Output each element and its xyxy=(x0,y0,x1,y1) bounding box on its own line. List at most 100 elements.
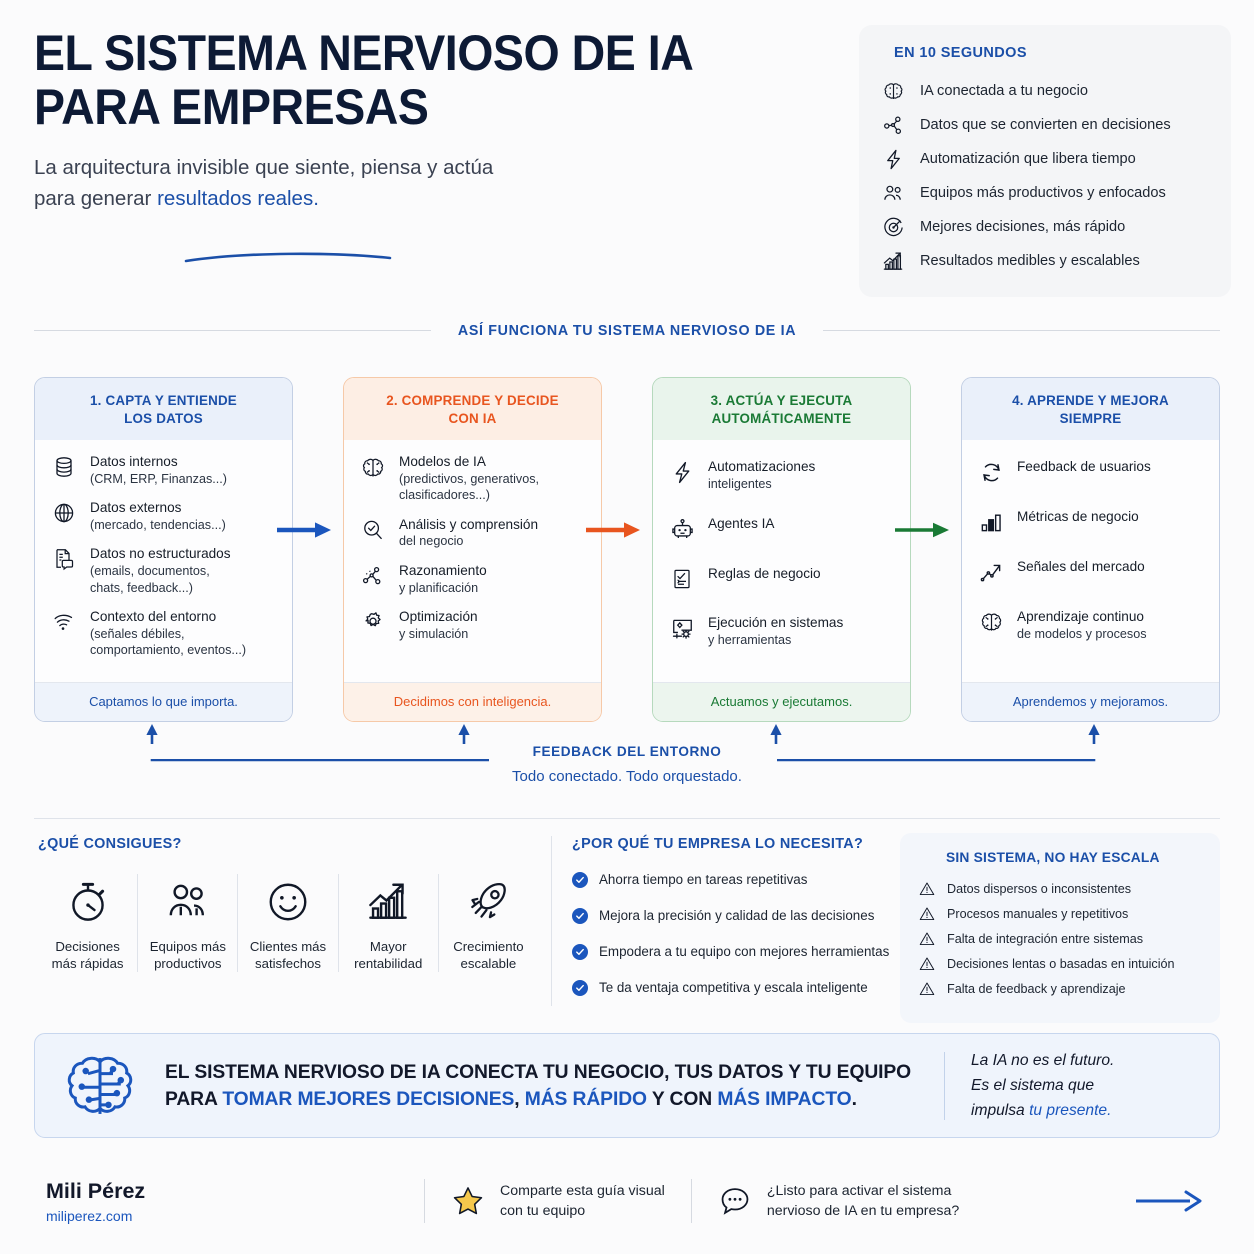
no-system-item-label: Procesos manuales y repetitivos xyxy=(947,906,1129,921)
card-head-line2: AUTOMÁTICAMENTE xyxy=(711,411,852,426)
pillar-card-1-footer: Captamos lo que importa. xyxy=(35,682,292,721)
card-item-title: Agentes IA xyxy=(708,516,775,532)
star-icon xyxy=(451,1184,485,1218)
quote-line3: impulsa tu presente. xyxy=(971,1098,1205,1123)
lightning-bolt-icon xyxy=(667,459,697,485)
card-item-sub: inteligentes xyxy=(708,476,772,491)
page-subtitle: La arquitectura invisible que siente, pi… xyxy=(34,152,834,214)
pillar-card-1-body: Datos internos (CRM, ERP, Finanzas...) D… xyxy=(35,440,292,682)
pillar-card-3: 3. ACTÚA Y EJECUTA AUTOMÁTICAMENTE Autom… xyxy=(652,377,911,722)
no-system-panel: SIN SISTEMA, NO HAY ESCALA Datos dispers… xyxy=(900,833,1220,1023)
brain-circuit-icon xyxy=(358,454,388,481)
gear-icon xyxy=(358,609,388,634)
pillar-card-4-body: Feedback de usuarios Métricas de negocio xyxy=(962,440,1219,682)
network-nodes-icon xyxy=(358,563,388,588)
brain-circuit-icon xyxy=(879,80,907,103)
ten-seconds-item: Resultados medibles y escalables xyxy=(879,244,1211,278)
why-item-label: Empodera a tu equipo con mejores herrami… xyxy=(599,944,890,959)
banner-l2-f: MÁS IMPACTO xyxy=(717,1088,852,1110)
benefit-label-l2: satisfechos xyxy=(255,956,321,971)
share-line1: Comparte esta guía visual xyxy=(500,1183,665,1199)
card-head-line1: 4. APRENDE Y MEJORA xyxy=(1012,393,1169,408)
author-url[interactable]: miliperez.com xyxy=(46,1207,133,1224)
card-item-title: Ejecución en sistemas xyxy=(708,615,844,631)
footer-divider xyxy=(690,1179,692,1223)
quote-l3-a: impulsa xyxy=(971,1102,1030,1119)
pillar-card-3-footer: Actuamos y ejecutamos. xyxy=(653,682,910,721)
no-system-item: Datos dispersos o inconsistentes xyxy=(918,876,1202,901)
card-item: Optimización y simulación xyxy=(358,609,588,642)
arrow-right-icon[interactable] xyxy=(1134,1188,1206,1214)
benefit-label: Mayor rentabilidad xyxy=(343,938,434,972)
card-item-text: Agentes IA xyxy=(708,516,775,533)
pillar-card-3-header: 3. ACTÚA Y EJECUTA AUTOMÁTICAMENTE xyxy=(653,378,910,440)
card-item-title: Razonamiento xyxy=(399,562,487,578)
lightning-bolt-icon xyxy=(879,148,907,171)
card-item-title: Feedback de usuarios xyxy=(1017,459,1151,474)
subtitle-prefix: para generar xyxy=(34,187,158,210)
card-item-sub: (CRM, ERP, Finanzas...) xyxy=(90,471,227,486)
check-circle-icon xyxy=(572,944,588,960)
benefit-label: Clientes más satisfechos xyxy=(242,938,333,972)
card-item-sub: y simulación xyxy=(399,626,469,641)
ten-seconds-item-label: Datos que se convierten en decisiones xyxy=(920,117,1171,133)
benefit-label-l1: Clientes más xyxy=(249,939,327,954)
card-item-sub: del negocio xyxy=(399,534,464,549)
card-item: Automatizaciones inteligentes xyxy=(667,459,897,492)
page-title-line2: PARA EMPRESAS xyxy=(34,79,429,135)
card-item-title: Señales del mercado xyxy=(1017,559,1145,574)
feedback-loop: FEEDBACK DEL ENTORNO Todo conectado. Tod… xyxy=(34,722,1220,802)
why-item: Te da ventaja competitiva y escala intel… xyxy=(572,979,892,996)
subtitle-line2: para generar resultados reales. xyxy=(34,183,834,214)
banner-divider xyxy=(944,1051,945,1120)
document-chat-icon xyxy=(49,546,79,571)
divider-line-left xyxy=(34,330,431,331)
bottom-section-divider xyxy=(34,818,1220,819)
card-item-title: Contexto del entorno xyxy=(90,609,217,625)
card-item-title: Datos internos xyxy=(90,454,178,469)
rocket-icon xyxy=(443,874,534,930)
check-circle-icon xyxy=(572,980,588,996)
card-item-text: Feedback de usuarios xyxy=(1017,459,1151,476)
warning-triangle-icon xyxy=(918,930,936,948)
magnifier-check-icon xyxy=(358,517,388,542)
subtitle-line1: La arquitectura invisible que siente, pi… xyxy=(34,156,494,179)
warning-triangle-icon xyxy=(918,880,936,898)
card-item-text: Optimización y simulación xyxy=(399,609,478,642)
pillar-card-4-footer: Aprendemos y mejoramos. xyxy=(962,682,1219,721)
ten-seconds-item: Automatización que libera tiempo xyxy=(879,142,1211,176)
card-item: Razonamiento y planificación xyxy=(358,563,588,596)
share-label: Comparte esta guía visual con tu equipo xyxy=(500,1181,665,1221)
summary-banner: EL SISTEMA NERVIOSO DE IA CONECTA TU NEG… xyxy=(34,1033,1220,1138)
feedback-loop-sub: Todo conectado. Todo orquestado. xyxy=(512,768,742,785)
benefit-label-l1: Decisiones xyxy=(55,939,120,954)
ten-seconds-item: Mejores decisiones, más rápido xyxy=(879,210,1211,244)
no-system-item-label: Falta de integración entre sistemas xyxy=(947,931,1144,946)
banner-l2-e: Y CON xyxy=(646,1088,718,1110)
benefit-label-l1: Mayor xyxy=(369,939,407,954)
benefit-cell: Crecimiento escalable xyxy=(439,874,538,972)
card-item-text: Señales del mercado xyxy=(1017,559,1145,576)
page-title-line1: EL SISTEMA NERVIOSO DE IA xyxy=(34,25,694,81)
people-group-icon xyxy=(879,182,907,205)
cta-arrow-wrap[interactable] xyxy=(1134,1188,1220,1214)
ten-seconds-item-label: Mejores decisiones, más rápido xyxy=(920,219,1126,235)
flow-section-title: ASÍ FUNCIONA TU SISTEMA NERVIOSO DE IA xyxy=(457,322,797,339)
banner-l2-c: , xyxy=(514,1088,525,1110)
benefits-section: ¿QUÉ CONSIGUES? Decisiones más rápidas xyxy=(38,836,538,972)
growth-chart-icon xyxy=(343,874,434,930)
card-item-sub: de modelos y procesos xyxy=(1017,626,1147,641)
card-item-text: Ejecución en sistemas y herramientas xyxy=(708,615,843,648)
flow-arrow-2-to-3 xyxy=(586,522,640,538)
card-item-title: Datos no estructurados xyxy=(90,546,231,562)
pillar-card-3-body: Automatizaciones inteligentes xyxy=(653,440,910,682)
pillar-card-1: 1. CAPTA Y ENTIENDE LOS DATOS Datos in xyxy=(34,377,293,722)
ten-seconds-title: EN 10 SEGUNDOS xyxy=(894,45,1027,61)
share-cell: Comparte esta guía visual con tu equipo xyxy=(425,1181,691,1221)
why-item: Empodera a tu equipo con mejores herrami… xyxy=(572,943,892,960)
trend-up-icon xyxy=(976,559,1006,585)
flow-arrow-1-to-2 xyxy=(277,522,331,538)
no-system-item: Falta de feedback y aprendizaje xyxy=(918,976,1202,1001)
card-item: Contexto del entorno (señales débiles, c… xyxy=(49,609,279,659)
banner-message: EL SISTEMA NERVIOSO DE IA CONECTA TU NEG… xyxy=(165,1059,934,1113)
